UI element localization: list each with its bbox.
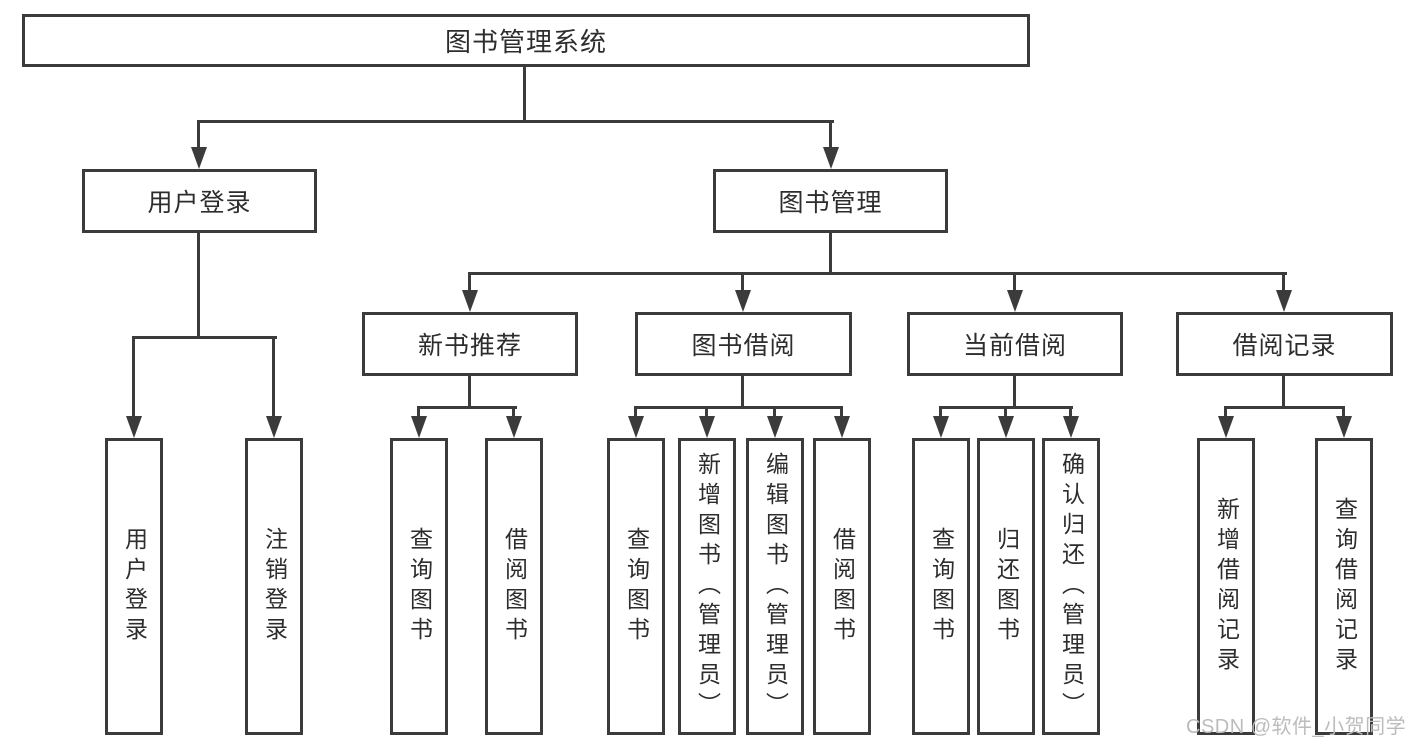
leaf-label: 查询借阅记录 xyxy=(1331,496,1358,677)
connector-line xyxy=(1013,376,1016,408)
leaf-label: 借阅图书 xyxy=(501,526,528,647)
arrow-down-icon xyxy=(126,416,142,438)
connector-line xyxy=(197,120,834,123)
leaf-label: 注销登录 xyxy=(261,526,288,647)
connector-line xyxy=(1282,376,1285,408)
arrow-down-icon xyxy=(266,416,282,438)
connector-line xyxy=(1069,406,1072,420)
node-label: 当前借阅 xyxy=(962,332,1067,360)
arrow-down-icon xyxy=(735,290,751,312)
leaf-label: 编辑图书（管理员） xyxy=(762,451,789,722)
node-label: 新书推荐 xyxy=(417,332,522,360)
arrow-down-icon xyxy=(1007,290,1023,312)
connector-line xyxy=(840,406,843,420)
leaf-borrow-book-recommend: 借阅图书 xyxy=(485,438,543,735)
arrow-down-icon xyxy=(1276,290,1292,312)
node-label: 图书管理 xyxy=(778,189,883,217)
connector-line xyxy=(468,376,471,408)
connector-line xyxy=(197,233,200,338)
connector-line xyxy=(197,120,200,152)
node-label: 用户登录 xyxy=(147,189,252,217)
leaf-user-login: 用户登录 xyxy=(105,438,163,735)
leaf-borrow-book: 借阅图书 xyxy=(813,438,871,735)
connector-line xyxy=(523,67,526,121)
arrow-down-icon xyxy=(1063,416,1079,438)
leaf-label: 用户登录 xyxy=(121,526,148,647)
leaf-label: 新增图书（管理员） xyxy=(694,451,721,722)
node-label: 图书管理系统 xyxy=(444,27,607,57)
leaf-query-book-borrow: 查询图书 xyxy=(607,438,665,735)
arrow-down-icon xyxy=(767,416,783,438)
connector-line xyxy=(1224,406,1345,409)
arrow-down-icon xyxy=(933,416,949,438)
arrow-down-icon xyxy=(998,416,1014,438)
node-root-system: 图书管理系统 xyxy=(22,14,1030,67)
leaf-edit-book-admin: 编辑图书（管理员） xyxy=(746,438,804,735)
leaf-add-book-admin: 新增图书（管理员） xyxy=(678,438,736,735)
node-label: 图书借阅 xyxy=(691,332,796,360)
leaf-label: 借阅图书 xyxy=(829,526,856,647)
leaf-label: 新增借阅记录 xyxy=(1213,496,1240,677)
connector-line xyxy=(468,272,1287,275)
connector-line xyxy=(132,336,277,339)
connector-line xyxy=(741,272,744,292)
connector-line xyxy=(468,272,471,292)
arrow-down-icon xyxy=(823,147,839,169)
connector-line xyxy=(1013,272,1016,292)
leaf-return-book: 归还图书 xyxy=(977,438,1035,735)
connector-line xyxy=(705,406,708,420)
connector-line xyxy=(1282,272,1285,292)
node-user-login: 用户登录 xyxy=(82,169,317,233)
connector-line xyxy=(512,406,515,420)
arrow-down-icon xyxy=(834,416,850,438)
arrow-down-icon xyxy=(628,416,644,438)
node-book-management: 图书管理 xyxy=(713,169,948,233)
leaf-label: 查询图书 xyxy=(928,526,955,647)
node-book-borrowing: 图书借阅 xyxy=(635,312,852,376)
connector-line xyxy=(773,406,776,420)
leaf-logout: 注销登录 xyxy=(245,438,303,735)
connector-line xyxy=(417,406,517,409)
arrow-down-icon xyxy=(411,416,427,438)
arrow-down-icon xyxy=(191,147,207,169)
csdn-watermark: CSDN @软件_小贺同学 xyxy=(1186,716,1405,738)
arrow-down-icon xyxy=(506,416,522,438)
connector-line xyxy=(634,406,843,409)
connector-line xyxy=(1342,406,1345,420)
connector-line xyxy=(634,406,637,420)
leaf-query-borrow-record: 查询借阅记录 xyxy=(1315,438,1373,735)
node-current-borrowing: 当前借阅 xyxy=(907,312,1123,376)
connector-line xyxy=(741,376,744,408)
leaf-label: 查询图书 xyxy=(406,526,433,647)
connector-line xyxy=(417,406,420,420)
connector-line xyxy=(132,336,135,420)
node-label: 借阅记录 xyxy=(1232,332,1337,360)
connector-line xyxy=(829,120,832,152)
arrow-down-icon xyxy=(1336,416,1352,438)
leaf-confirm-return-admin: 确认归还（管理员） xyxy=(1042,438,1100,735)
connector-line xyxy=(1004,406,1007,420)
connector-line xyxy=(272,336,275,420)
leaf-label: 确认归还（管理员） xyxy=(1058,451,1085,722)
node-new-book-recommend: 新书推荐 xyxy=(362,312,578,376)
connector-line xyxy=(939,406,942,420)
arrow-down-icon xyxy=(462,290,478,312)
leaf-label: 查询图书 xyxy=(623,526,650,647)
connector-line xyxy=(1224,406,1227,420)
arrow-down-icon xyxy=(1218,416,1234,438)
leaf-label: 归还图书 xyxy=(993,526,1020,647)
connector-line xyxy=(829,233,832,275)
leaf-query-book-recommend: 查询图书 xyxy=(390,438,448,735)
node-borrowing-records: 借阅记录 xyxy=(1176,312,1393,376)
leaf-add-borrow-record: 新增借阅记录 xyxy=(1197,438,1255,735)
leaf-query-book-current: 查询图书 xyxy=(912,438,970,735)
arrow-down-icon xyxy=(699,416,715,438)
